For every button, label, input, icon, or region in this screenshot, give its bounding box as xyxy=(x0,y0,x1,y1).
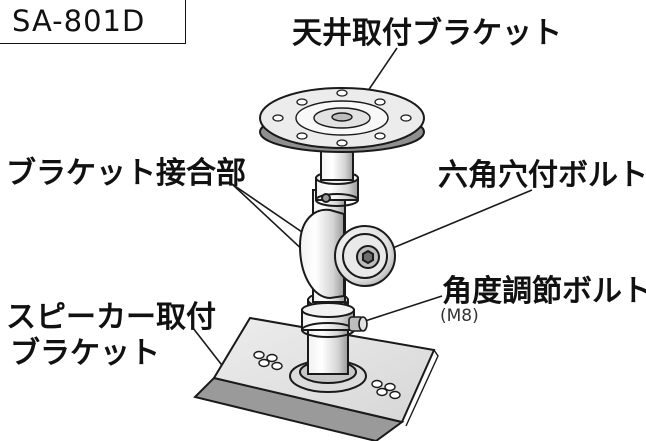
label-bracket-joint: ブラケット接合部 xyxy=(6,156,246,191)
model-number: SA-801D xyxy=(12,4,146,38)
label-hex-socket-bolt: 六角穴付ボルト xyxy=(438,158,646,193)
label-ceiling-bracket: 天井取付ブラケット xyxy=(292,16,562,51)
speaker-mount-plate xyxy=(193,316,439,441)
label-bolt-size: (M8) xyxy=(440,306,479,326)
bracket-joint xyxy=(298,208,396,300)
model-box: SA-801D xyxy=(0,0,186,44)
leader-hex-bolt xyxy=(375,189,533,256)
label-angle-adjust-bolt: 角度調節ボルト xyxy=(442,274,646,309)
label-speaker-bracket-line1: スピーカー取付 xyxy=(6,300,216,335)
label-speaker-bracket-line2: ブラケット xyxy=(10,336,160,371)
ceiling-mount-plate xyxy=(259,87,425,153)
leader-angle-bolt xyxy=(361,295,443,323)
lower-post xyxy=(301,292,355,375)
angle-adjust-bolt xyxy=(348,316,368,332)
